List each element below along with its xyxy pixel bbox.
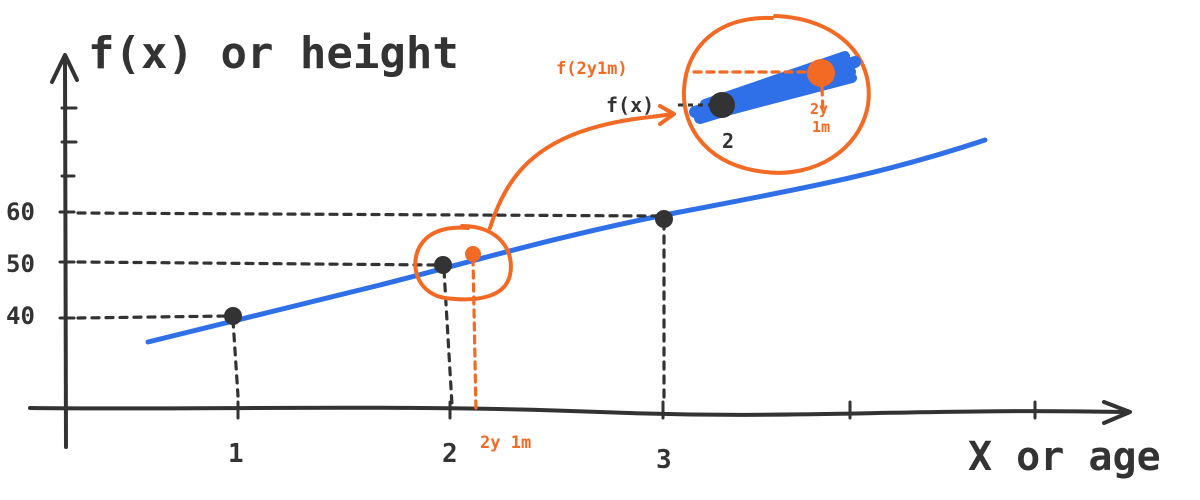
guide-2y1m-vertical: [471, 256, 478, 414]
x-axis-label: X or age: [968, 434, 1161, 480]
y-axis-tick-marks: [58, 106, 78, 320]
guide-1-vertical: [231, 318, 240, 398]
point-at-2: [434, 256, 452, 274]
zoom-guide-2y1m-vertical: [820, 86, 825, 114]
zoom-upper-label: f(2y1m): [556, 59, 628, 79]
y-tick-40: 40: [6, 302, 35, 330]
x-tick-3: 3: [656, 445, 672, 475]
guide-40-horizontal: [76, 314, 230, 320]
x-axis-arrowhead: [1102, 400, 1132, 425]
zoom-connector-arrowhead: [658, 104, 676, 126]
y-axis-arrowhead: [50, 53, 79, 84]
guide-60-horizontal: [76, 211, 664, 218]
zoom-step-label-line2: 1m: [812, 118, 830, 136]
y-tick-50: 50: [6, 250, 35, 278]
x-axis-tick-marks: [236, 400, 1037, 420]
x-tick-1: 1: [228, 439, 244, 469]
zoom-fx-label: f(x): [606, 93, 654, 117]
zoom-x-label: 2: [722, 129, 734, 153]
point-at-1: [224, 307, 242, 325]
highlight-circle-small: [413, 224, 513, 302]
zoom-connector-arrow: [488, 112, 674, 230]
zoom-step-label-line1: 2y: [810, 100, 828, 118]
point-at-2y1m: [465, 246, 481, 262]
guide-2-vertical: [442, 268, 454, 407]
y-axis: [63, 58, 68, 449]
x-tick-2: 2: [442, 439, 458, 469]
height-curve: [145, 137, 988, 345]
small-step-label: 2y 1m: [480, 433, 531, 453]
point-at-3: [655, 210, 673, 228]
zoom-point-2: [709, 92, 735, 118]
guide-50-horizontal: [76, 260, 438, 267]
zoom-point-2y1m: [807, 59, 835, 87]
y-axis-label: f(x) or height: [88, 28, 459, 79]
y-tick-60: 60: [6, 198, 35, 226]
x-axis: [28, 405, 1127, 417]
